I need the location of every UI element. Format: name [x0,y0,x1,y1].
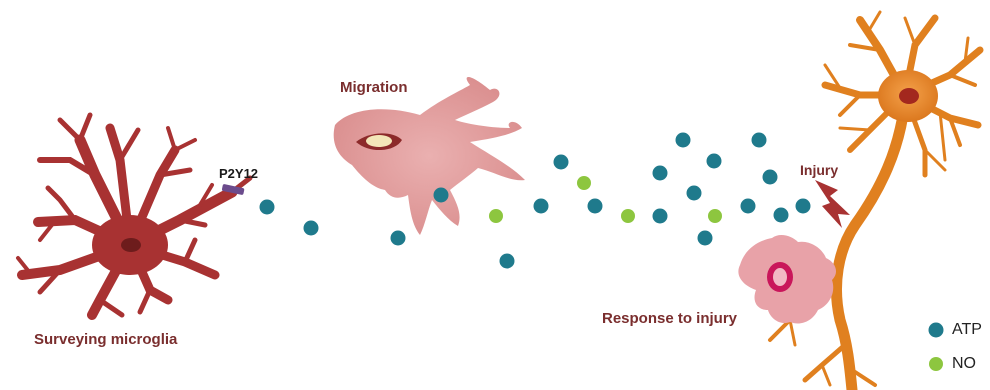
surveying-microglia [18,115,250,315]
atp-dot [260,200,275,215]
atp-dot [752,133,767,148]
atp-dot [676,133,691,148]
atp-dot [653,166,668,181]
atp-dot [434,188,449,203]
atp-dot [707,154,722,169]
atp-dot [796,199,811,214]
no-molecules [489,176,722,223]
atp-dot [687,186,702,201]
migration-label: Migration [340,79,408,96]
response-label: Response to injury [602,310,737,327]
atp-dot [774,208,789,223]
atp-dot [534,199,549,214]
atp-dot [763,170,778,185]
legend-atp-marker [929,323,944,338]
p2y12-label: P2Y12 [219,166,258,181]
atp-dot [698,231,713,246]
atp-dot [554,155,569,170]
atp-dot [500,254,515,269]
legend-no-marker [929,357,943,371]
responding-microglia [738,235,836,323]
atp-dot [391,231,406,246]
lightning-bolt-icon [815,180,850,228]
no-dot [708,209,722,223]
legend-no-label: NO [952,355,976,373]
atp-dot [304,221,319,236]
atp-dot [741,199,756,214]
no-dot [489,209,503,223]
surveying-microglia-label: Surveying microglia [34,331,177,348]
atp-dot [588,199,603,214]
injury-label: Injury [800,162,838,178]
legend-atp-label: ATP [952,321,982,339]
no-dot [621,209,635,223]
no-dot [577,176,591,190]
atp-dot [653,209,668,224]
